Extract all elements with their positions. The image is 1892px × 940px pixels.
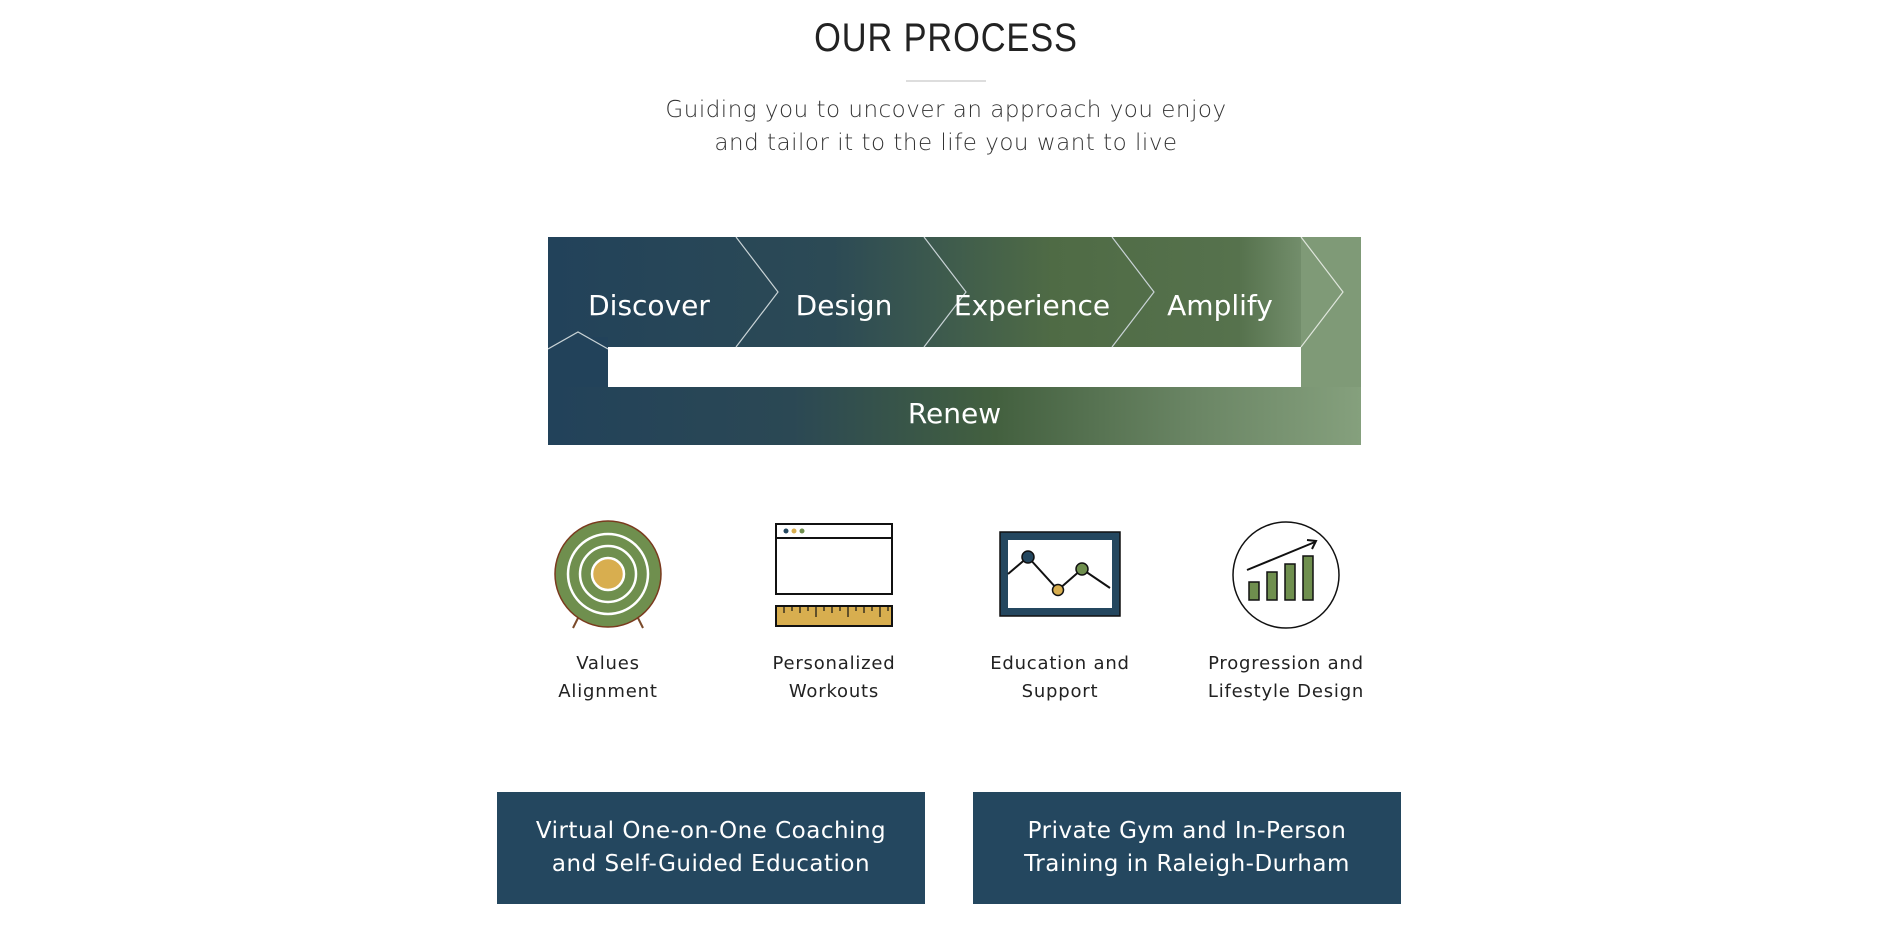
feature-label-line-1: Education and <box>990 653 1130 674</box>
feature-progression-lifestyle: Progression and Lifestyle Design <box>1196 520 1376 706</box>
steps-band <box>548 237 1361 347</box>
feature-label-line-1: Values <box>576 653 640 674</box>
feature-label-line-2: Alignment <box>558 681 658 702</box>
up-arrow-outline <box>548 331 609 350</box>
cta-line-1: Virtual One-on-One Coaching <box>535 818 887 844</box>
step-design: Design <box>795 289 893 322</box>
renew-band <box>548 387 1361 445</box>
section-subtitle: Guiding you to uncover an approach you e… <box>0 94 1892 160</box>
title-divider <box>906 80 986 82</box>
feature-label-line-2: Lifestyle Design <box>1207 681 1365 702</box>
chevron-separator-1 <box>735 237 779 348</box>
process-diagram-graphic <box>548 237 1361 445</box>
line-chart-monitor-icon <box>999 531 1121 617</box>
cta-line-1: Private Gym and In-Person <box>1027 818 1347 844</box>
cta-line-2: Training in Raleigh-Durham <box>1024 851 1350 877</box>
step-amplify: Amplify <box>1167 289 1273 322</box>
chevron-separator-4 <box>1300 237 1344 348</box>
step-discover: Discover <box>588 289 710 322</box>
chevron-separator-3 <box>1111 237 1155 348</box>
feature-label-line-2: Support <box>1021 681 1099 702</box>
process-diagram: Discover Design Experience Amplify Renew <box>548 237 1361 445</box>
cta-line-2: and Self-Guided Education <box>551 851 871 877</box>
chevron-separator-2 <box>923 237 967 348</box>
feature-label-line-1: Personalized <box>772 653 896 674</box>
target-icon <box>554 520 662 629</box>
feature-values-alignment: Values Alignment <box>518 520 698 706</box>
band-gap <box>608 347 1301 387</box>
virtual-coaching-button[interactable]: Virtual One-on-One Coaching and Self-Gui… <box>497 792 925 904</box>
step-renew: Renew <box>907 397 1002 430</box>
feature-education-support: Education and Support <box>970 520 1150 706</box>
subtitle-line-2: and tailor it to the life you want to li… <box>714 130 1178 156</box>
right-connector <box>1301 237 1361 387</box>
section-title: OUR PROCESS <box>814 16 1078 60</box>
browser-ruler-icon <box>775 523 893 627</box>
growth-bar-chart-icon <box>1232 521 1340 629</box>
step-experience: Experience <box>953 289 1111 322</box>
subtitle-line-1: Guiding you to uncover an approach you e… <box>665 97 1227 123</box>
private-gym-button[interactable]: Private Gym and In-Person Training in Ra… <box>973 792 1401 904</box>
feature-label-line-1: Progression and <box>1208 653 1364 674</box>
feature-personalized-workouts: Personalized Workouts <box>744 520 924 706</box>
feature-label-line-2: Workouts <box>788 681 880 702</box>
